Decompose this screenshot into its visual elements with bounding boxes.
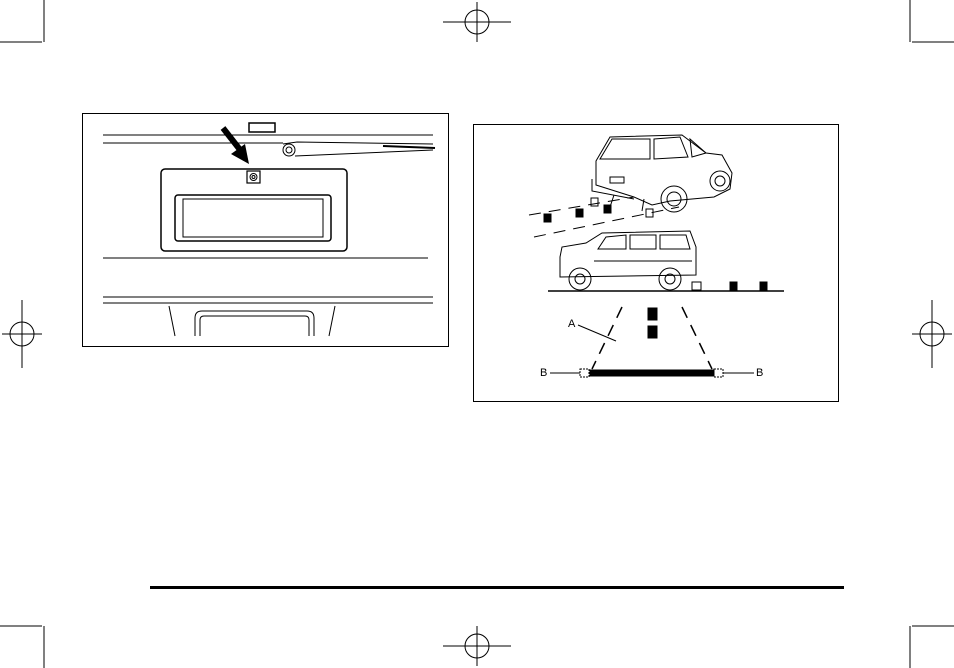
suv-side-view (560, 231, 696, 290)
camera-view-area-figure: A B B (473, 124, 839, 402)
page-footer-rule (150, 586, 844, 589)
arrow-icon (223, 128, 249, 164)
callout-b-left-label: B (540, 368, 547, 379)
callout-a-label: A (568, 319, 575, 330)
liftgate-illustration (83, 114, 448, 346)
callout-b-right-label: B (756, 368, 763, 379)
vehicle-view-illustration (474, 125, 838, 401)
rear-camera-location-figure (82, 113, 449, 347)
